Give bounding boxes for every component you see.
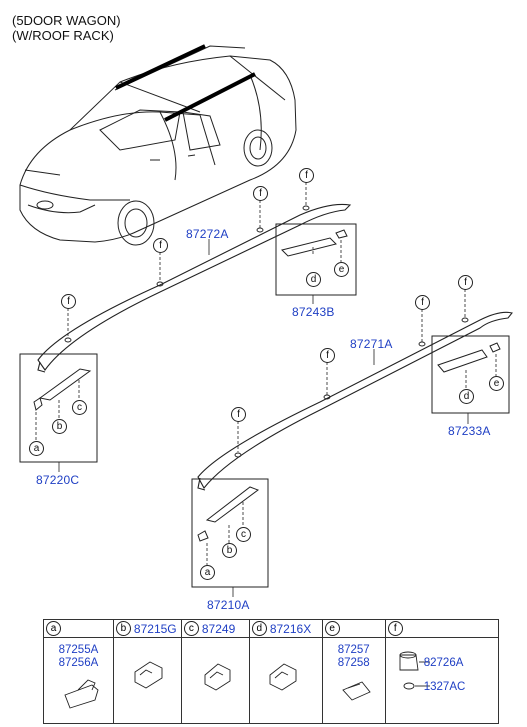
callout-f: f <box>153 238 168 253</box>
callout-f: f <box>299 168 314 183</box>
part-number-87257: 87257 <box>337 644 370 656</box>
header-code-d: 87216X <box>269 622 312 636</box>
part-number-87233a: 87233A <box>448 424 491 438</box>
callout-f: f <box>458 275 473 290</box>
callout-b: b <box>222 543 237 558</box>
box-87210a <box>191 478 269 588</box>
body-cell-f: 82726A 1327AC <box>384 637 500 724</box>
header-letter-b: b <box>115 621 131 636</box>
callout-f: f <box>253 186 268 201</box>
parts-table-body-row: 87255A 87256A 87257 87258 82726A 1327AC <box>43 637 500 724</box>
box-87220c <box>19 353 98 463</box>
parts-table: a b 87215G c 87249 d 87216X e f 87 <box>43 619 500 724</box>
callout-d: d <box>459 389 474 404</box>
header-letter-d: d <box>251 621 267 636</box>
part-number-87210a: 87210A <box>207 598 250 612</box>
callout-e: e <box>489 376 504 391</box>
callout-c: c <box>236 527 251 542</box>
callout-a: a <box>200 565 215 580</box>
part-number-rail-upper: 87272A <box>186 227 229 241</box>
header-code-c: 87249 <box>201 622 236 636</box>
part-number-82726a: 82726A <box>423 657 464 669</box>
body-cell-a: 87255A 87256A <box>43 637 114 724</box>
part-number-1327ac: 1327AC <box>423 681 466 693</box>
callout-f: f <box>415 295 430 310</box>
car-illustration <box>19 45 297 246</box>
part-number-87256a: 87256A <box>58 657 99 669</box>
header-cell-e: e <box>321 619 386 638</box>
callout-c: c <box>72 400 87 415</box>
header-letter-e: e <box>324 621 340 636</box>
body-cell-c <box>180 637 250 724</box>
part-number-87258: 87258 <box>337 657 370 669</box>
header-cell-b: b 87215G <box>112 619 182 638</box>
callout-f: f <box>231 407 246 422</box>
body-cell-d <box>248 637 323 724</box>
callout-f: f <box>61 294 76 309</box>
part-number-87243b: 87243B <box>292 305 335 319</box>
box-87243b <box>275 223 357 296</box>
body-cell-e: 87257 87258 <box>321 637 386 724</box>
header-cell-c: c 87249 <box>180 619 250 638</box>
part-number-87220c: 87220C <box>36 473 80 487</box>
callout-d: d <box>306 272 321 287</box>
part-number-87255a: 87255A <box>58 644 99 656</box>
header-cell-f: f <box>384 619 500 638</box>
roof-rail-upper <box>37 203 352 373</box>
part-number-rail-lower: 87271A <box>350 337 393 351</box>
body-cell-b <box>112 637 182 724</box>
header-cell-d: d 87216X <box>248 619 323 638</box>
parts-table-header-row: a b 87215G c 87249 d 87216X e f <box>43 619 500 638</box>
box-87233a <box>431 335 510 414</box>
roof-rail-lower <box>197 311 513 491</box>
callout-f: f <box>320 348 335 363</box>
header-code-b: 87215G <box>133 622 177 636</box>
callout-b: b <box>52 419 67 434</box>
header-line-2: (W/ROOF RACK) <box>12 28 114 43</box>
header-letter-c: c <box>183 621 199 636</box>
roof-rack-bar-2 <box>164 72 256 122</box>
header-cell-a: a <box>43 619 114 638</box>
callout-e: e <box>334 262 349 277</box>
header-letter-f: f <box>387 621 403 636</box>
header-line-1: (5DOOR WAGON) <box>12 13 121 28</box>
header-letter-a: a <box>46 621 61 636</box>
roof-rack-bar-1 <box>115 44 206 90</box>
callout-a: a <box>29 441 44 456</box>
